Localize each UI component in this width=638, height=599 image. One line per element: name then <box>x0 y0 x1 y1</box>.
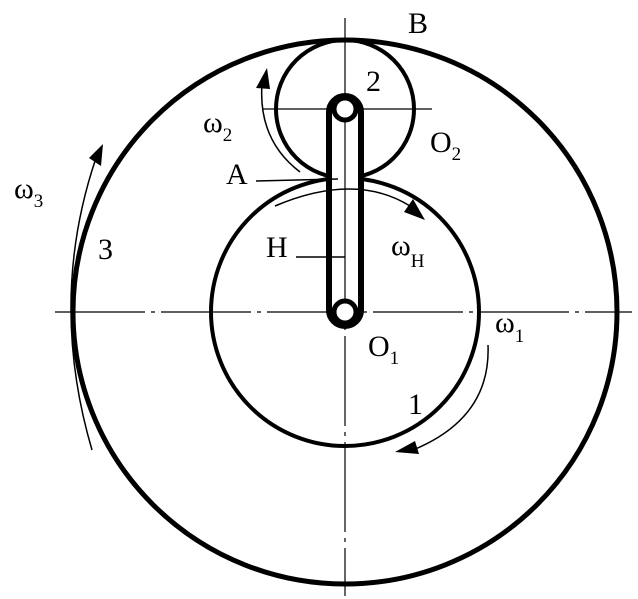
leader-line-a <box>255 178 339 182</box>
omega-3-arrowhead <box>89 144 103 166</box>
omega-h-rotation-arrow <box>274 188 411 207</box>
label-b: B <box>408 7 428 40</box>
omega-1-arrowhead <box>395 441 419 454</box>
label-h: H <box>266 231 288 264</box>
omega-h-arrowhead <box>404 199 425 220</box>
label-o1: O1 <box>368 330 399 369</box>
label-gear-2: 2 <box>366 65 381 98</box>
label-o2: O2 <box>430 126 461 165</box>
label-gear-3: 3 <box>98 233 113 266</box>
sun-pivot-o1 <box>331 298 359 326</box>
omega-2-arrowhead <box>256 68 270 89</box>
omega-2-rotation-arrow <box>260 83 301 173</box>
omega-3-rotation-arrow <box>70 157 97 451</box>
label-a: A <box>226 158 248 191</box>
label-omega-h: ωH <box>391 229 425 272</box>
label-gear-1: 1 <box>408 388 423 421</box>
label-omega-3: ω3 <box>14 172 43 212</box>
omega-1-rotation-arrow <box>412 344 489 451</box>
planet-pivot-o2 <box>331 95 359 123</box>
label-omega-1: ω1 <box>495 306 524 347</box>
label-omega-2: ω2 <box>203 106 232 146</box>
